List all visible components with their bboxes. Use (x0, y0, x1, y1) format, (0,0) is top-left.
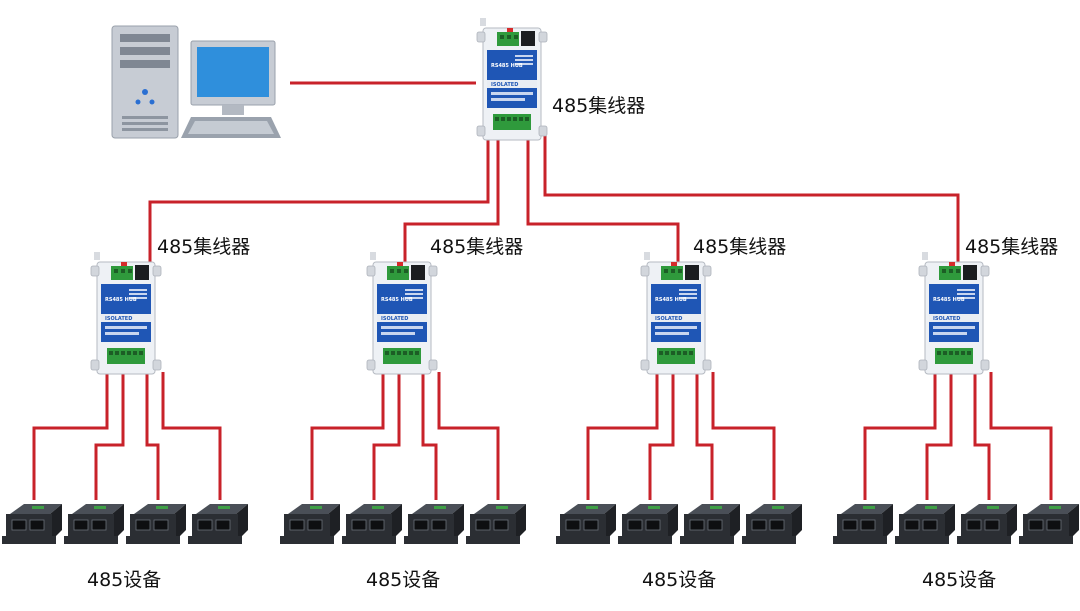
branch-hub-label: 485集线器 (693, 236, 786, 258)
wire (526, 136, 680, 262)
rs485-device-icon (741, 503, 803, 545)
rs485-device-icon (617, 503, 679, 545)
branch-hub-label: 485集线器 (157, 236, 250, 258)
wire (437, 372, 500, 500)
rs485-device-icon (125, 503, 187, 545)
rs485-device-icon (832, 503, 894, 545)
wire (711, 372, 776, 500)
branch-hub-label: 485集线器 (965, 236, 1058, 258)
branch-hub: RS485 HUB ISOLATED (366, 251, 438, 375)
hub-module-icon (366, 251, 438, 375)
rs485-device-icon (1018, 503, 1080, 545)
hub-model-text: RS485 HUB (381, 297, 413, 303)
rs485-device-icon (403, 503, 465, 545)
wire (989, 372, 1053, 500)
wire (586, 372, 659, 500)
hub-model-text: RS485 HUB (491, 63, 523, 69)
wire (148, 136, 490, 262)
wire (925, 372, 953, 500)
devices-label: 485设备 (922, 569, 996, 591)
wire (543, 136, 960, 262)
rs485-device-icon (555, 503, 617, 545)
hub-model-text: RS485 HUB (933, 297, 965, 303)
hub-module-icon (476, 17, 548, 141)
wire (403, 136, 500, 262)
wire (94, 372, 125, 500)
hub-isolated-text: ISOLATED (381, 316, 408, 322)
rs485-device-icon (341, 503, 403, 545)
hub-model-text: RS485 HUB (655, 297, 687, 303)
branch-hub-label: 485集线器 (430, 236, 523, 258)
wire (973, 372, 991, 500)
rs485-device-icon (63, 503, 125, 545)
wire (372, 372, 401, 500)
hub-isolated-text: ISOLATED (655, 316, 682, 322)
hub-module-icon (640, 251, 712, 375)
devices-label: 485设备 (642, 569, 716, 591)
rs485-device-icon (465, 503, 527, 545)
devices-label: 485设备 (366, 569, 440, 591)
rs485-device-icon (894, 503, 956, 545)
rs485-device-icon (956, 503, 1018, 545)
branch-hub: RS485 HUB ISOLATED (90, 251, 162, 375)
rs485-device-icon (679, 503, 741, 545)
wire (863, 372, 937, 500)
wire (648, 372, 675, 500)
rs485-device-icon (187, 503, 249, 545)
branch-hub: RS485 HUB ISOLATED (918, 251, 990, 375)
rs485-device-icon (279, 503, 341, 545)
wire (310, 372, 385, 500)
wire (32, 372, 109, 500)
wire (695, 372, 714, 500)
main-hub: RS485 HUB ISOLATED (476, 17, 548, 141)
main-hub-label: 485集线器 (552, 95, 645, 117)
desktop-computer-icon (111, 25, 281, 139)
wire-group (32, 81, 1053, 500)
wire (421, 372, 438, 500)
hub-module-icon (918, 251, 990, 375)
devices-label: 485设备 (87, 569, 161, 591)
wire (161, 372, 222, 500)
hub-isolated-text: ISOLATED (105, 316, 132, 322)
hub-isolated-text: ISOLATED (491, 82, 518, 88)
hub-isolated-text: ISOLATED (933, 316, 960, 322)
wire (145, 372, 160, 500)
hub-module-icon (90, 251, 162, 375)
rs485-device-icon (1, 503, 63, 545)
hub-model-text: RS485 HUB (105, 297, 137, 303)
branch-hub: RS485 HUB ISOLATED (640, 251, 712, 375)
